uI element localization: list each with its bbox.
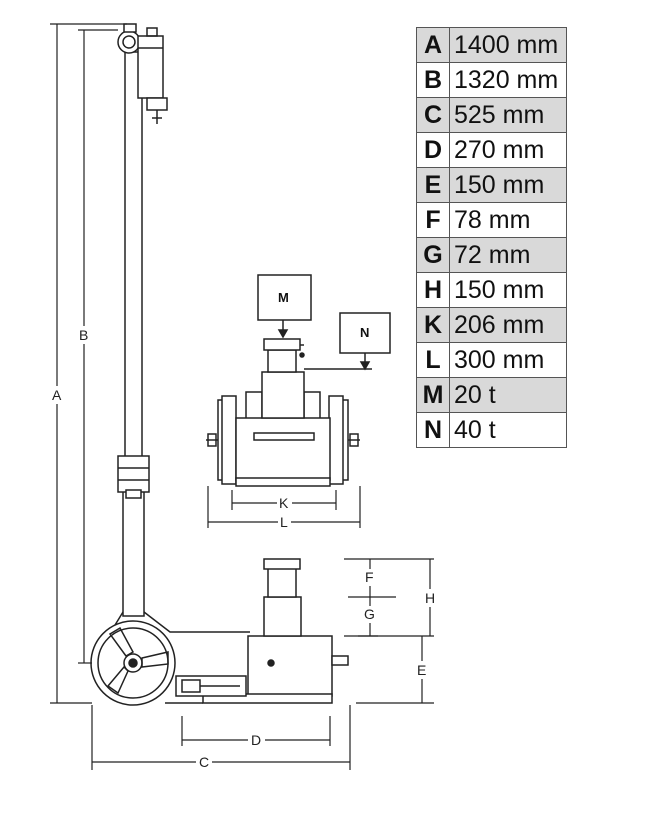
spec-value: 270 mm	[449, 132, 567, 168]
spec-key: N	[416, 412, 450, 448]
dim-label-f: F	[365, 569, 374, 585]
dim-label-e: E	[417, 662, 426, 678]
spec-value: 20 t	[449, 377, 567, 413]
spec-value: 150 mm	[449, 167, 567, 203]
ram-pistons	[263, 558, 302, 637]
spec-key: G	[416, 237, 450, 273]
dimension-lines	[50, 23, 434, 770]
spec-key: M	[416, 377, 450, 413]
load-box-m	[257, 274, 312, 321]
dim-label-g: G	[364, 606, 375, 622]
spec-value: 78 mm	[449, 202, 567, 238]
spec-key: K	[416, 307, 450, 343]
dim-label-h: H	[425, 590, 435, 606]
dim-label-d: D	[251, 732, 261, 748]
spec-value: 525 mm	[449, 97, 567, 133]
spec-key: B	[416, 62, 450, 98]
spec-value: 1400 mm	[449, 27, 567, 63]
spec-value: 72 mm	[449, 237, 567, 273]
dim-label-k: K	[279, 495, 289, 511]
jack-body	[165, 635, 349, 704]
spec-key: H	[416, 272, 450, 308]
dim-label-b: B	[79, 327, 88, 343]
spec-value: 40 t	[449, 412, 567, 448]
spec-key: A	[416, 27, 450, 63]
dim-label-c: C	[199, 754, 209, 770]
wheel	[90, 620, 176, 706]
spec-key: F	[416, 202, 450, 238]
spec-value: 300 mm	[449, 342, 567, 378]
dim-label-a: A	[52, 387, 62, 403]
spec-key: L	[416, 342, 450, 378]
spec-key: E	[416, 167, 450, 203]
spec-key: C	[416, 97, 450, 133]
spec-value: 1320 mm	[449, 62, 567, 98]
load-label-m: M	[278, 290, 289, 305]
spec-value: 150 mm	[449, 272, 567, 308]
load-label-n: N	[360, 325, 369, 340]
front-view	[206, 338, 360, 487]
spec-value: 206 mm	[449, 307, 567, 343]
air-valve	[117, 23, 168, 124]
handle-tube	[117, 51, 150, 617]
dim-label-l: L	[280, 514, 288, 530]
spec-key: D	[416, 132, 450, 168]
